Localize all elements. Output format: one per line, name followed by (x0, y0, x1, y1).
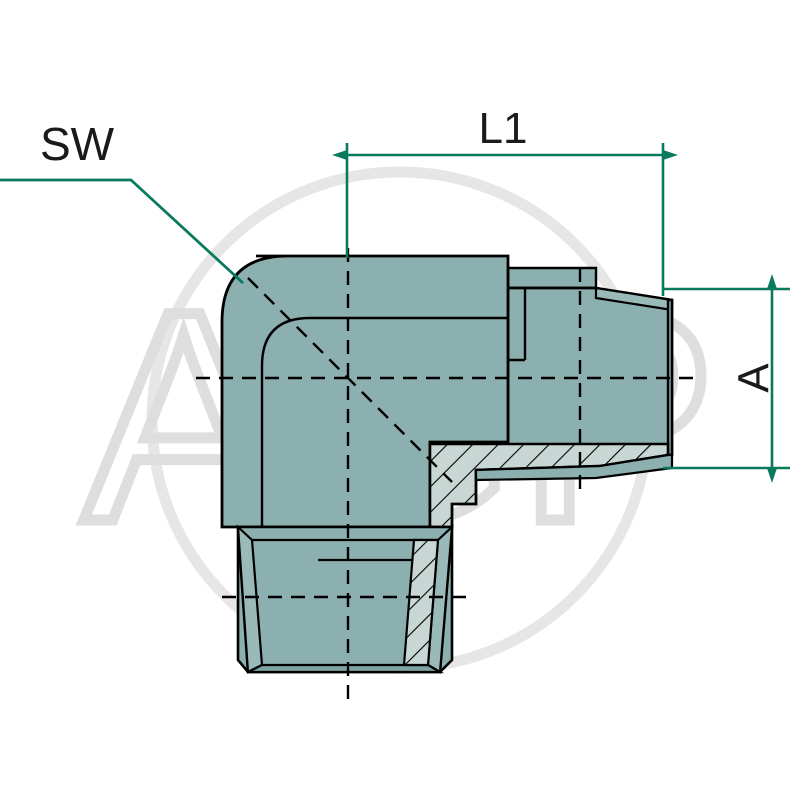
section-step-contour (450, 470, 478, 527)
dimension-a: A (663, 274, 790, 483)
diagonal-45-centerline (247, 277, 453, 483)
dimension-l1: L1 (332, 104, 678, 296)
leader-sw: SW (0, 118, 244, 285)
bottom-arm-section-sliver (402, 538, 440, 667)
a-dimension-label: A (730, 363, 779, 393)
fitting-part-geometry (220, 254, 674, 674)
sw-label: SW (40, 118, 115, 170)
sw-leader-line (0, 178, 244, 285)
centerlines-group (196, 248, 700, 700)
bottom-arm-end-face (247, 663, 445, 674)
right-arm-shoulder-top (506, 266, 598, 290)
l1-dimension-label: L1 (479, 104, 528, 153)
elbow-inner-corner-edge (260, 316, 508, 527)
right-arm-bottom-chamfer (474, 453, 674, 482)
